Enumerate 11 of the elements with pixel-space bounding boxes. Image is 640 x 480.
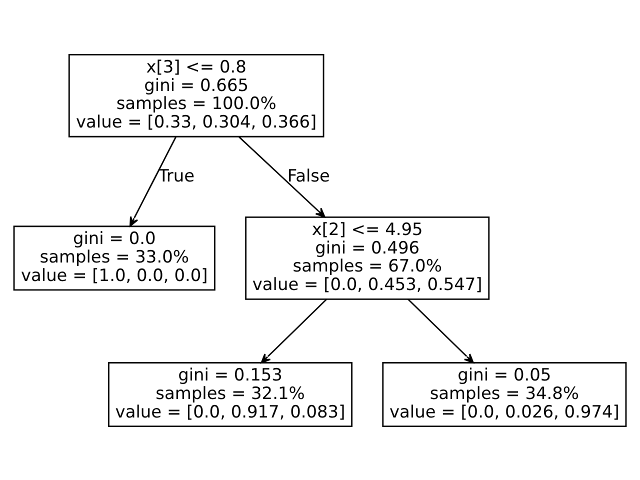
arrow [238, 136, 326, 218]
node-box: x[3] <= 0.8 gini = 0.665 samples = 100.0% value = [0.33, 0.304, 0.366] [68, 53, 324, 137]
node-box: x[2] <= 4.95 gini = 0.496 samples = 67.0% value = [0.0, 0.453, 0.547] [245, 216, 490, 300]
arrow [260, 298, 328, 363]
node-box: gini = 0.153 samples = 32.1% value = [0.0, 0.917, 0.083] [108, 362, 352, 427]
node-box: gini = 0.0 samples = 33.0% value = [1.0, 0.0, 0.0] [13, 225, 216, 290]
arrow [408, 298, 474, 363]
edge-label: False [287, 164, 330, 185]
node-box: gini = 0.05 samples = 34.8% value = [0.0, 0.026, 0.974] [382, 362, 627, 427]
arrow [130, 136, 176, 226]
edge-label: True [158, 164, 195, 185]
